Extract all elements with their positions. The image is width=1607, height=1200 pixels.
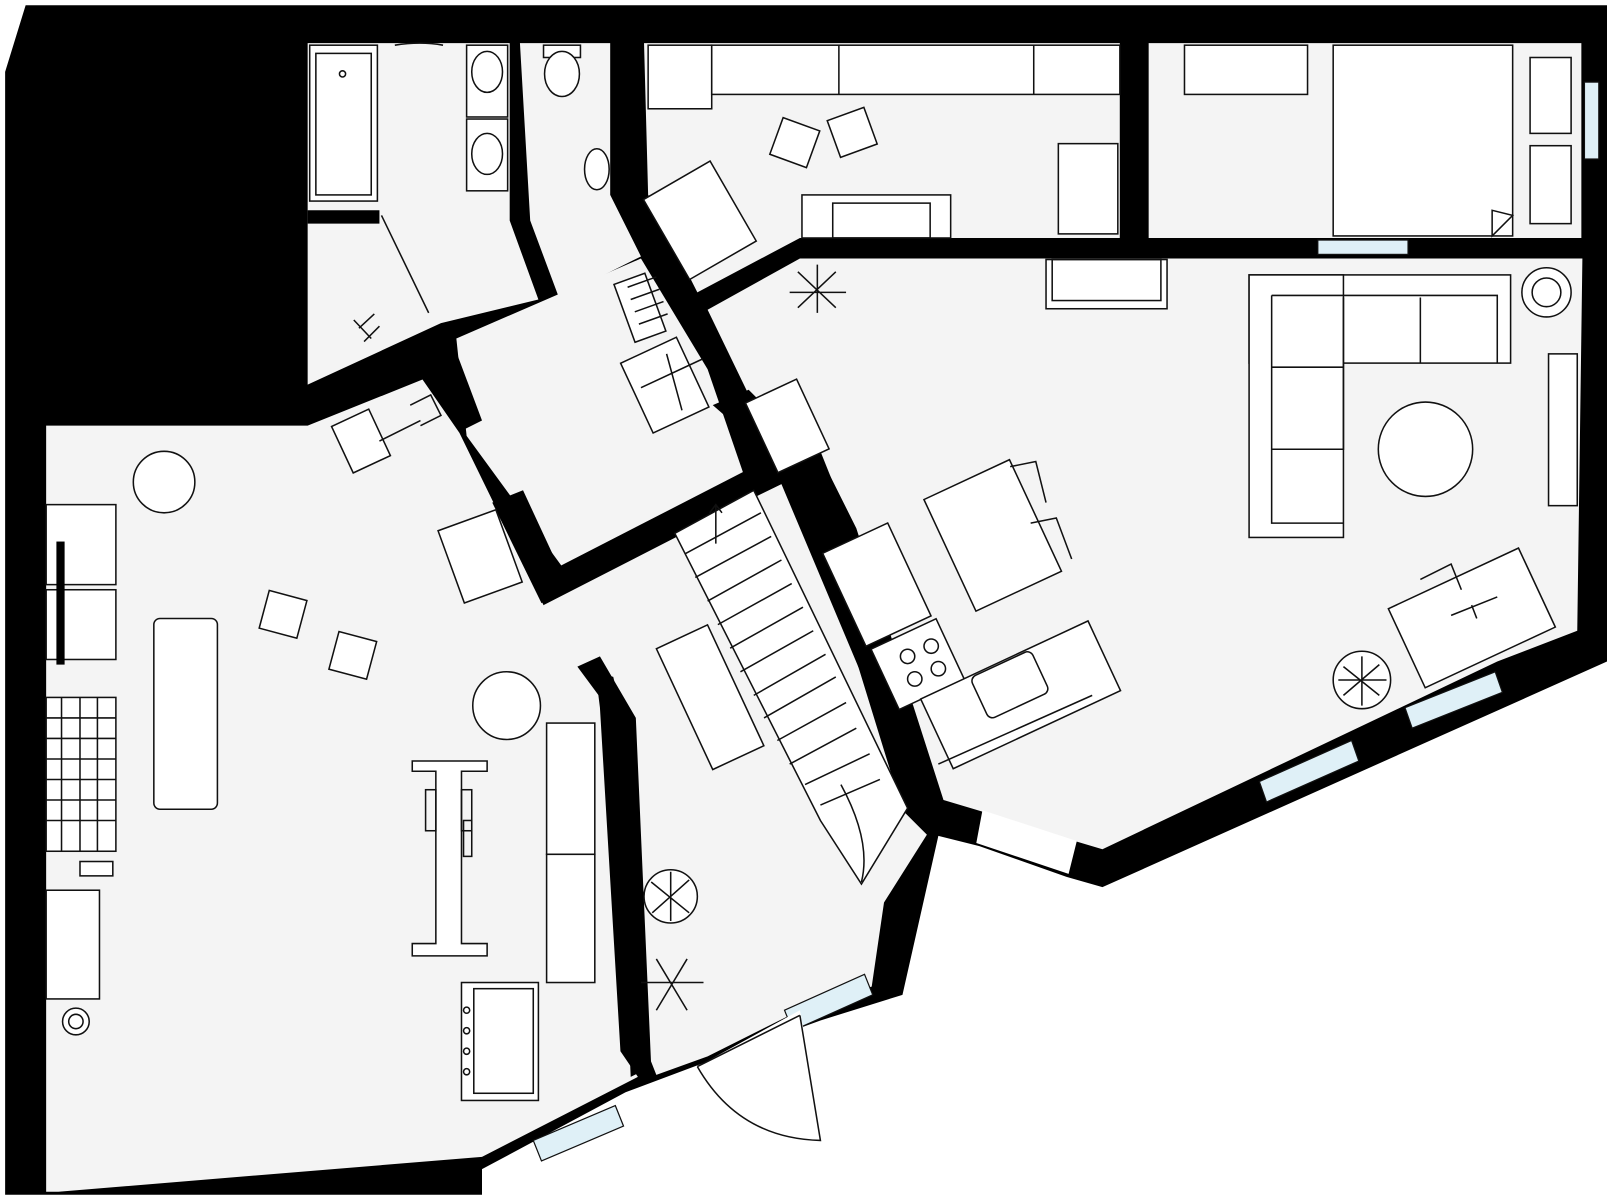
wall [577, 656, 652, 1077]
window [1258, 739, 1360, 803]
bedroom-furniture [1183, 44, 1572, 238]
plant-icon [1332, 650, 1392, 710]
hall-furniture [613, 272, 710, 434]
wall [712, 389, 942, 836]
bathtub-inner [315, 52, 373, 196]
room-wc [519, 43, 641, 298]
cabinet [1057, 142, 1119, 235]
bathroom-fixtures [308, 42, 509, 343]
lamp-icon [1521, 266, 1572, 318]
table [132, 450, 196, 514]
counter [710, 44, 1121, 96]
wall [553, 471, 749, 585]
wall [492, 490, 570, 604]
chair [744, 378, 831, 474]
mat [153, 617, 219, 810]
room-hall [456, 258, 744, 570]
living-door[interactable] [976, 810, 1077, 874]
lamp-icon [353, 313, 380, 343]
table [471, 671, 542, 741]
door-opening [697, 1010, 826, 1144]
gym-furniture [45, 393, 596, 1102]
cushion [258, 589, 308, 640]
weight-plate [61, 1007, 90, 1036]
sofa [801, 194, 952, 239]
wall [1263, 237, 1585, 259]
living-furniture [744, 258, 1579, 770]
window [532, 1104, 625, 1162]
bench [1183, 44, 1309, 96]
bed [1332, 44, 1514, 237]
sink-icon [465, 118, 509, 192]
exercise-machine-icon [330, 408, 392, 474]
wc-fixtures [542, 44, 610, 191]
tv-bench [1045, 258, 1168, 310]
wall [425, 338, 482, 431]
coffee-table [1377, 401, 1474, 498]
sofa-corner [1248, 274, 1512, 539]
room-kitchen-top [644, 43, 1120, 293]
chair [437, 508, 524, 605]
cabinet [545, 722, 596, 856]
cushion [327, 630, 378, 681]
bench [655, 623, 765, 771]
cushion [826, 106, 879, 159]
bench [619, 336, 710, 434]
coat-stand [640, 958, 704, 1011]
wall [1119, 43, 1149, 257]
plant-icon [643, 868, 699, 924]
shower-door [380, 215, 430, 314]
entrance-door[interactable] [696, 1010, 826, 1144]
shoe-rack [613, 272, 667, 344]
cabinet [45, 889, 101, 1000]
window [1583, 81, 1600, 160]
sideboard [1547, 353, 1579, 507]
kitchen-counter [821, 521, 1122, 770]
armchair [642, 160, 758, 281]
wall-bar [56, 541, 65, 665]
exercise-machine-icon [411, 760, 488, 957]
toilet-icon [543, 50, 581, 98]
wall [799, 237, 954, 257]
door-swing-icon [696, 1014, 822, 1142]
plant-icon [789, 264, 847, 313]
windows [532, 81, 1600, 1162]
wall [1035, 237, 1185, 257]
top-room-furniture [642, 44, 1121, 281]
sink-icon [971, 651, 1049, 719]
cabinet [545, 853, 596, 984]
dumbbell-rack [45, 696, 117, 853]
wall [784, 451, 852, 539]
stove-icon [460, 981, 540, 1102]
towel-rail [394, 42, 444, 46]
nightstand [1529, 144, 1572, 225]
wall [307, 210, 380, 224]
window [1317, 239, 1409, 256]
cushion [768, 116, 821, 169]
window [1404, 670, 1504, 729]
weight [79, 860, 114, 877]
door-opening [976, 810, 1077, 874]
sink-icon [583, 147, 610, 191]
desk [1387, 547, 1557, 689]
drain [338, 70, 347, 78]
dining-table [922, 458, 1073, 613]
staircase [673, 489, 909, 886]
cabinet [647, 44, 713, 110]
nightstand [1529, 56, 1572, 135]
bathtub [308, 44, 379, 202]
